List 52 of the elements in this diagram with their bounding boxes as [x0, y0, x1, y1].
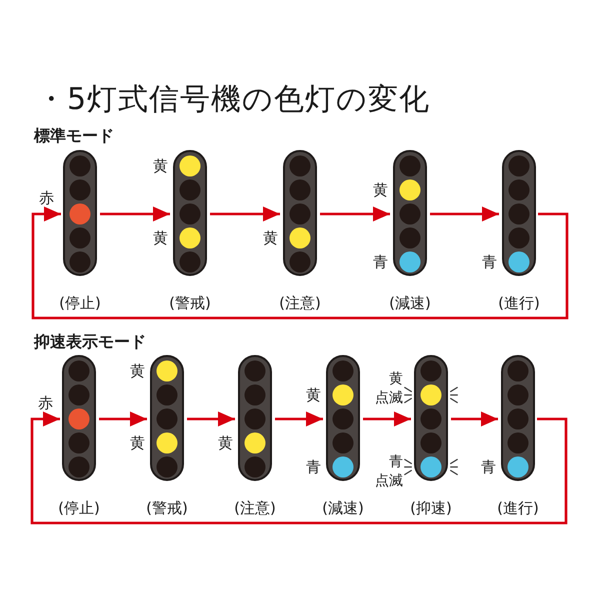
lamp-color-label: 青: [306, 459, 321, 475]
traffic-signal: [62, 355, 96, 481]
arrow: [451, 412, 498, 426]
signal-aspect-caption: (減速): [389, 294, 431, 312]
lamp-color-label: 青: [373, 254, 388, 270]
traffic-signal: [393, 150, 427, 276]
traffic-signal: [414, 355, 448, 481]
return-arrow: [30, 412, 568, 524]
lamp-color-label: 黄: [218, 435, 233, 451]
traffic-signal: [173, 150, 207, 276]
section-heading: 抑速表示モード: [34, 332, 146, 352]
traffic-signal: [63, 150, 97, 276]
arrow: [100, 206, 170, 222]
traffic-signal: [502, 150, 536, 276]
arrow: [363, 412, 411, 426]
signal-aspect-caption: (減速): [322, 499, 364, 517]
lamp-color-label: 赤: [38, 395, 53, 411]
arrow: [210, 206, 280, 222]
signal-aspect-caption: (進行): [498, 294, 540, 312]
lamp-color-label: 青: [481, 459, 496, 475]
lamp-color-label: 黄: [130, 363, 145, 379]
signal-aspect-caption: (注意): [279, 294, 321, 312]
diagram-title: ・5灯式信号機の色灯の変化: [36, 81, 430, 119]
traffic-signal: [501, 355, 535, 481]
signal-aspect-caption: (抑速): [410, 499, 452, 517]
return-arrow: [32, 206, 568, 320]
lamp-color-label: 黄: [306, 387, 321, 403]
lamp-color-label: 黄: [373, 182, 388, 198]
arrow: [187, 412, 235, 426]
section-heading: 標準モード: [34, 126, 114, 146]
lamp-color-label: 黄: [153, 230, 168, 246]
blinking-lamp-label: 黄点滅: [374, 370, 403, 408]
arrow: [320, 206, 390, 222]
lamp-color-label: 赤: [39, 190, 54, 206]
lamp-color-label: 黄: [153, 158, 168, 174]
arrow: [99, 412, 147, 426]
lamp-color-label: 青: [482, 254, 497, 270]
lamp-color-label: 黄: [130, 435, 145, 451]
traffic-signal: [150, 355, 184, 481]
traffic-signal: [238, 355, 272, 481]
traffic-signal: [283, 150, 317, 276]
signal-aspect-caption: (警戒): [169, 294, 211, 312]
arrow: [275, 412, 323, 426]
blinking-lamp-label: 青点滅: [374, 453, 403, 491]
signal-aspect-caption: (注意): [234, 499, 276, 517]
signal-aspect-caption: (停止): [58, 499, 100, 517]
arrow: [430, 206, 499, 222]
traffic-signal: [326, 355, 360, 481]
signal-aspect-caption: (停止): [59, 294, 101, 312]
signal-aspect-caption: (警戒): [146, 499, 188, 517]
lamp-color-label: 黄: [263, 230, 278, 246]
signal-aspect-caption: (進行): [497, 499, 539, 517]
